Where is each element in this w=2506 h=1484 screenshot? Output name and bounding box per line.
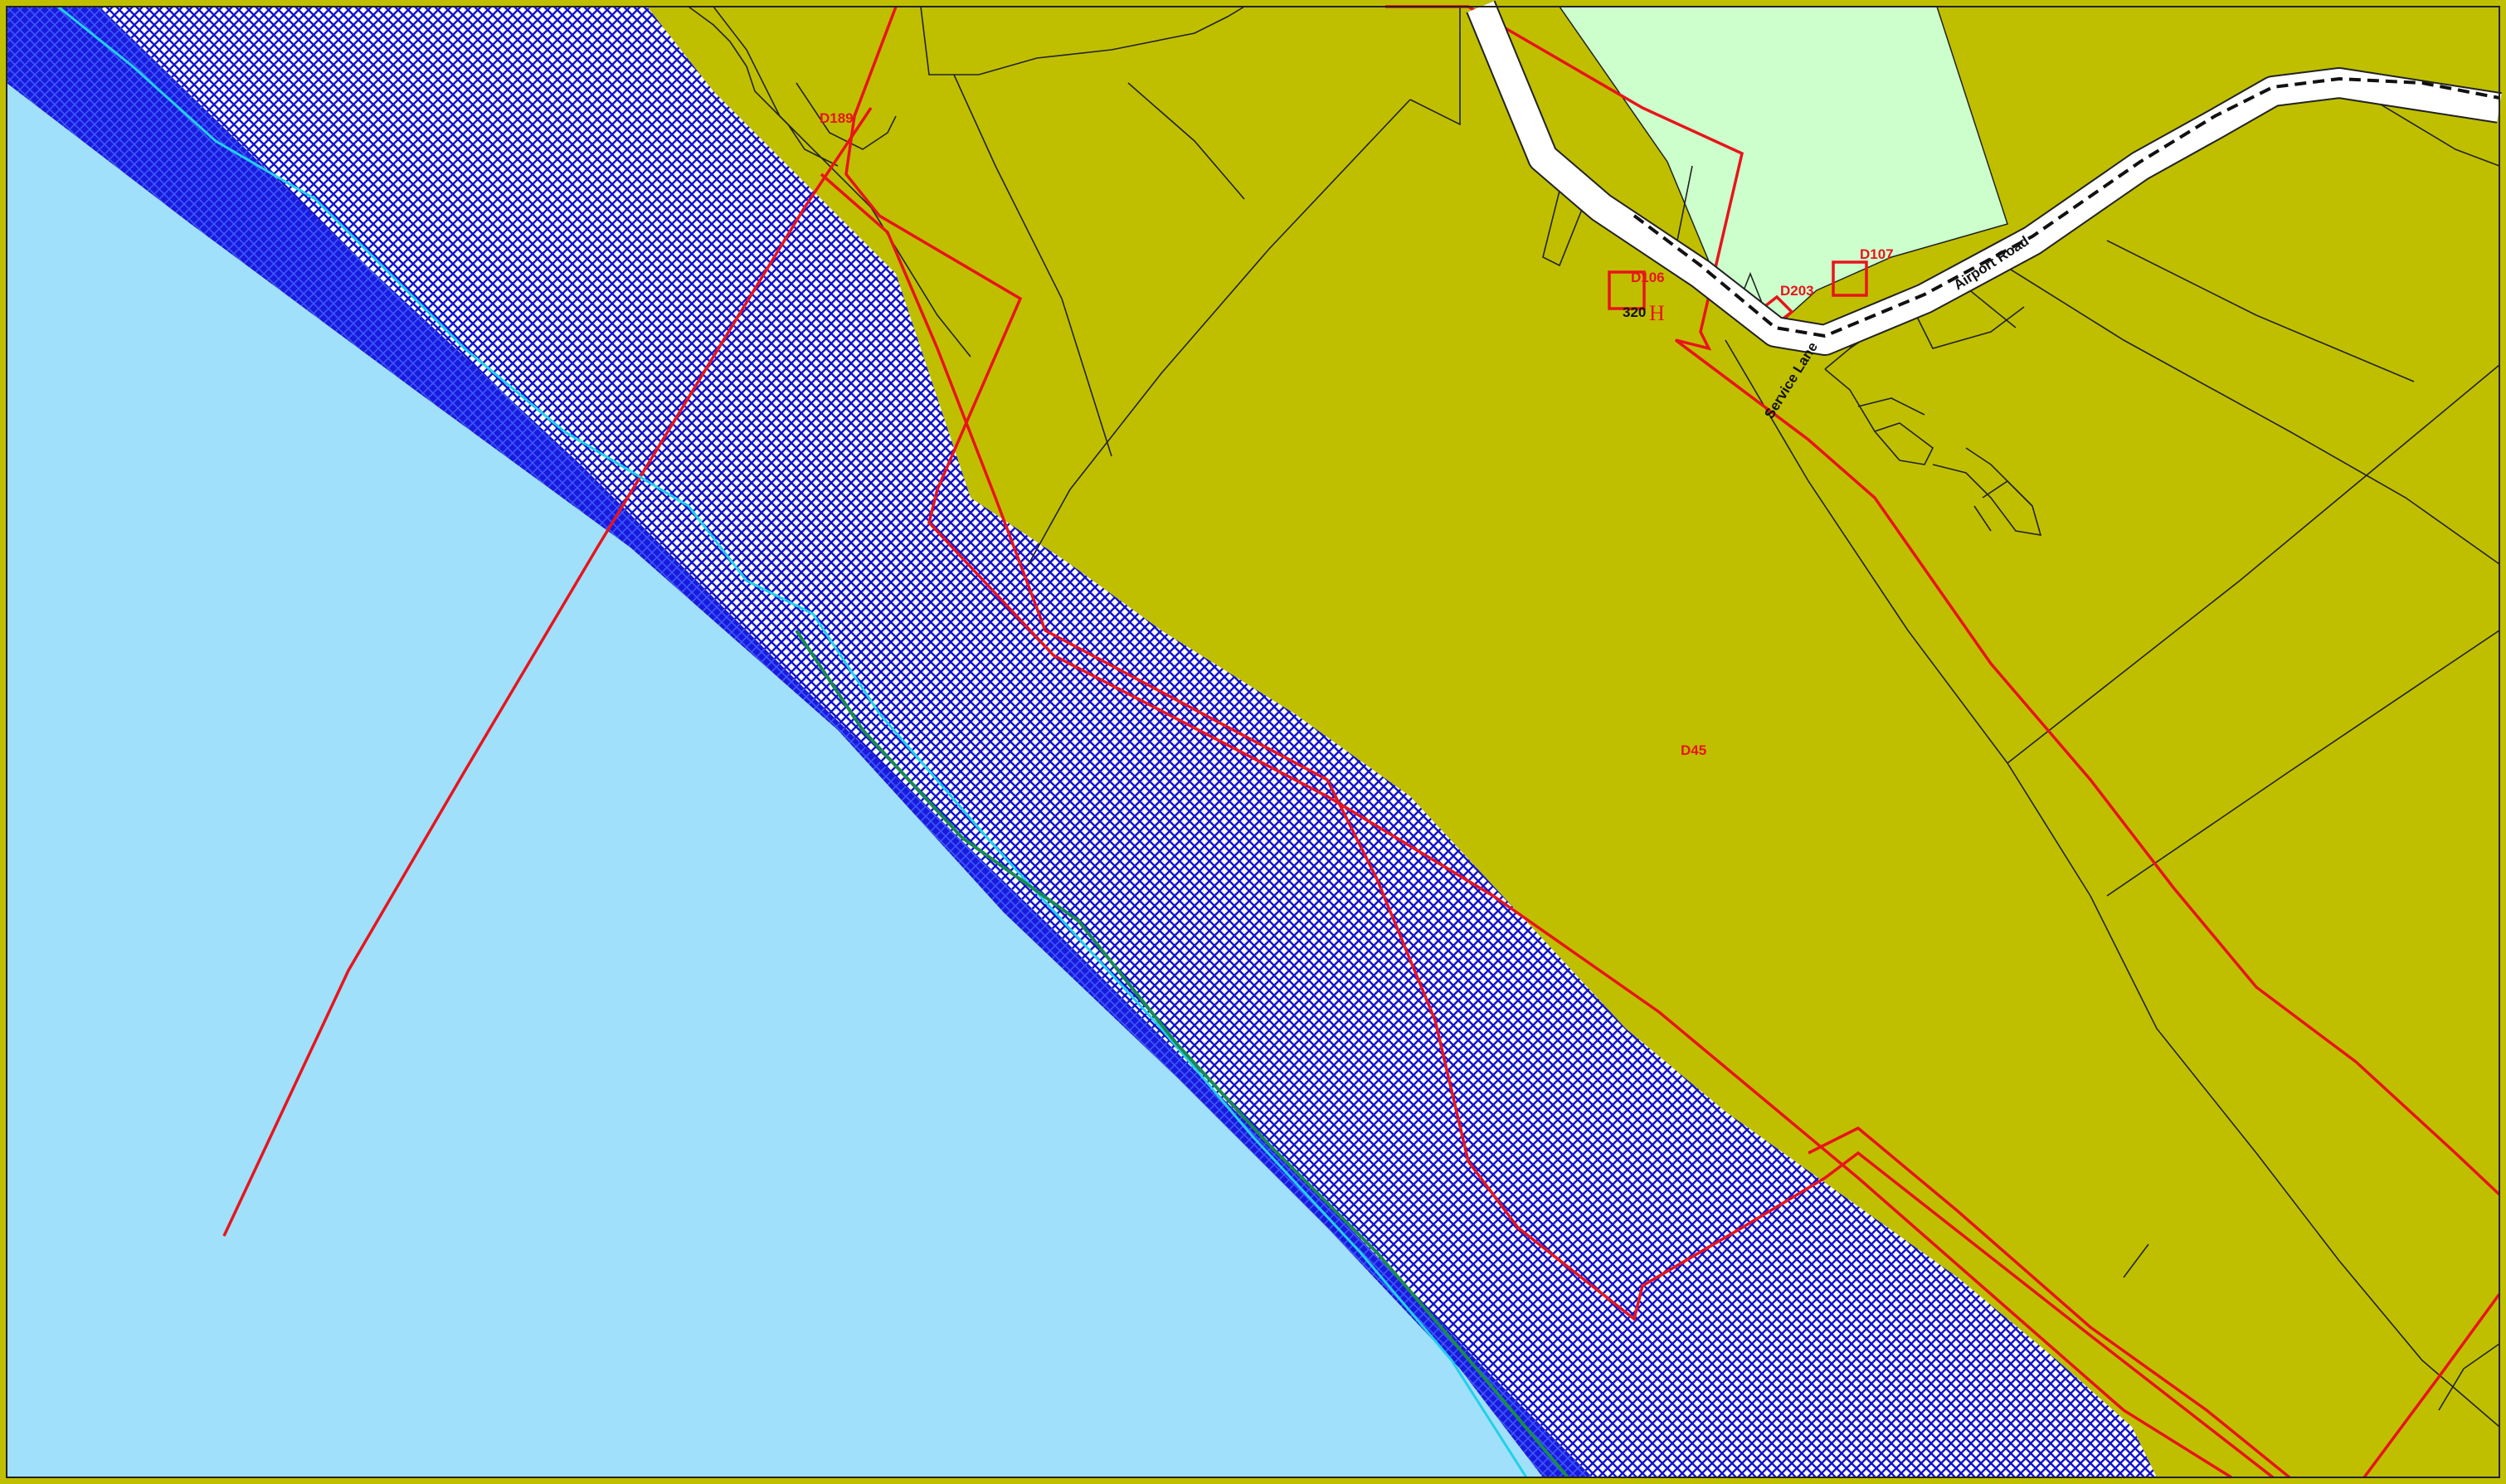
stream-waterway-green[interactable] xyxy=(795,629,1569,1479)
map-border xyxy=(6,6,2500,1478)
label-d189: D189 xyxy=(820,110,854,126)
label-lot-number: 320 xyxy=(1623,304,1646,320)
open-space-reserve-zone[interactable] xyxy=(1558,6,2008,329)
designation-d45-lower-boundary[interactable] xyxy=(1808,1126,2291,1479)
designation-d106-marker[interactable] xyxy=(1608,270,1646,310)
designation-d189-leg[interactable] xyxy=(222,107,873,1237)
coastal-hazard-hatched-zone[interactable] xyxy=(100,7,2157,1477)
designation-d45-boundary[interactable] xyxy=(1385,5,2501,1196)
designation-d189-inner[interactable] xyxy=(820,173,2275,1479)
coastal-marine-zone[interactable] xyxy=(7,7,1593,1477)
sea-area[interactable] xyxy=(7,83,1543,1477)
label-d107: D107 xyxy=(1860,246,1894,262)
airport-road-centerline xyxy=(1633,76,2500,338)
designation-boundaries[interactable] xyxy=(222,5,2501,1479)
roads[interactable] xyxy=(1466,0,2502,356)
designation-d107-marker[interactable] xyxy=(1832,260,1868,297)
label-d203: D203 xyxy=(1780,283,1814,299)
label-d106: D106 xyxy=(1631,270,1665,285)
designation-d189-boundary[interactable] xyxy=(844,6,2232,1479)
designation-d45-right-boundary[interactable] xyxy=(2362,1292,2501,1479)
label-d45: D45 xyxy=(1681,742,1706,758)
stream-waterway-cyan[interactable] xyxy=(57,5,1528,1478)
heritage-icon: H xyxy=(1649,301,1665,325)
airport-road[interactable] xyxy=(1467,1,2502,354)
